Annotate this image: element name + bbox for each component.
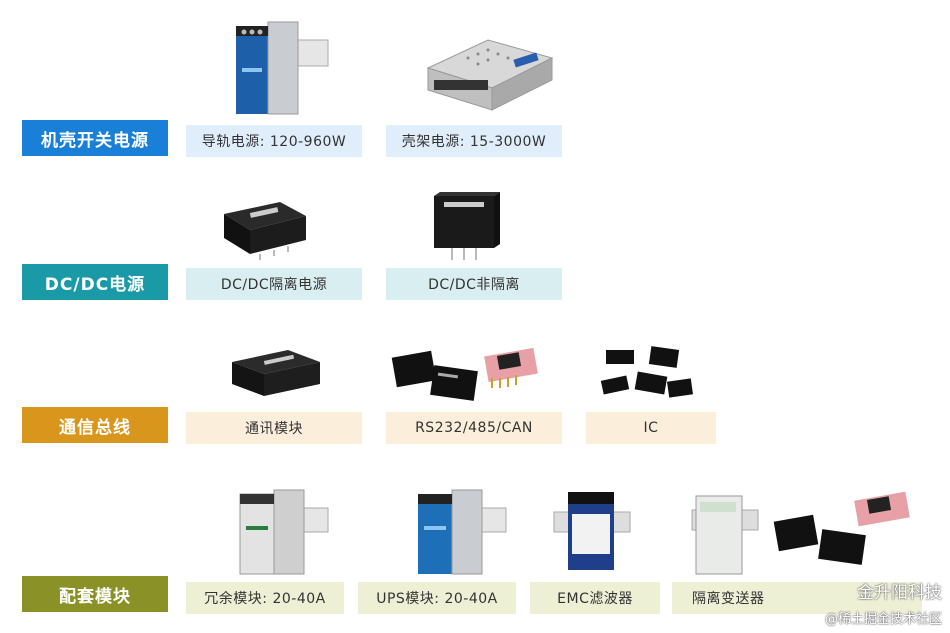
category-dcdc-power: DC/DC电源 bbox=[22, 264, 168, 300]
product-label-din-rail-power[interactable]: 导轨电源: 120-960W bbox=[186, 125, 362, 157]
product-label-emc-filter[interactable]: EMC滤波器 bbox=[530, 582, 660, 614]
product-label-dcdc-isolated[interactable]: DC/DC隔离电源 bbox=[186, 268, 362, 300]
din-rail-power-image bbox=[236, 21, 329, 115]
ups-module-image bbox=[418, 489, 507, 575]
product-label-ic[interactable]: IC bbox=[586, 412, 716, 444]
product-label-ups-module[interactable]: UPS模块: 20-40A bbox=[358, 582, 516, 614]
category-communication-bus: 通信总线 bbox=[22, 407, 168, 443]
product-label-dcdc-non-isolated[interactable]: DC/DC非隔离 bbox=[386, 268, 562, 300]
watermark-brand: 金升阳科技 bbox=[857, 583, 942, 603]
product-label-isolation-transmitter[interactable]: 隔离变送器 bbox=[672, 582, 922, 614]
redundancy-module-image bbox=[239, 489, 329, 575]
isolation-transmitter-image bbox=[691, 491, 910, 575]
product-label-redundancy-module[interactable]: 冗余模块: 20-40A bbox=[186, 582, 344, 614]
product-label-rs232-485-can[interactable]: RS232/485/CAN bbox=[386, 412, 562, 444]
rs232-485-can-image bbox=[391, 347, 538, 401]
emc-filter-image bbox=[553, 492, 631, 570]
product-label-communication-module[interactable]: 通讯模块 bbox=[186, 412, 362, 444]
communication-module-image bbox=[232, 350, 320, 396]
category-enclosed-switching-power: 机壳开关电源 bbox=[22, 120, 168, 156]
dcdc-non-isolated-image bbox=[434, 192, 500, 260]
watermark-community: @稀土掘金技术社区 bbox=[824, 612, 942, 627]
category-supporting-modules: 配套模块 bbox=[22, 576, 168, 612]
dcdc-isolated-image bbox=[224, 202, 306, 260]
product-label-enclosed-power[interactable]: 壳架电源: 15-3000W bbox=[386, 125, 562, 157]
enclosed-power-image bbox=[426, 39, 554, 111]
ic-image bbox=[600, 346, 693, 398]
